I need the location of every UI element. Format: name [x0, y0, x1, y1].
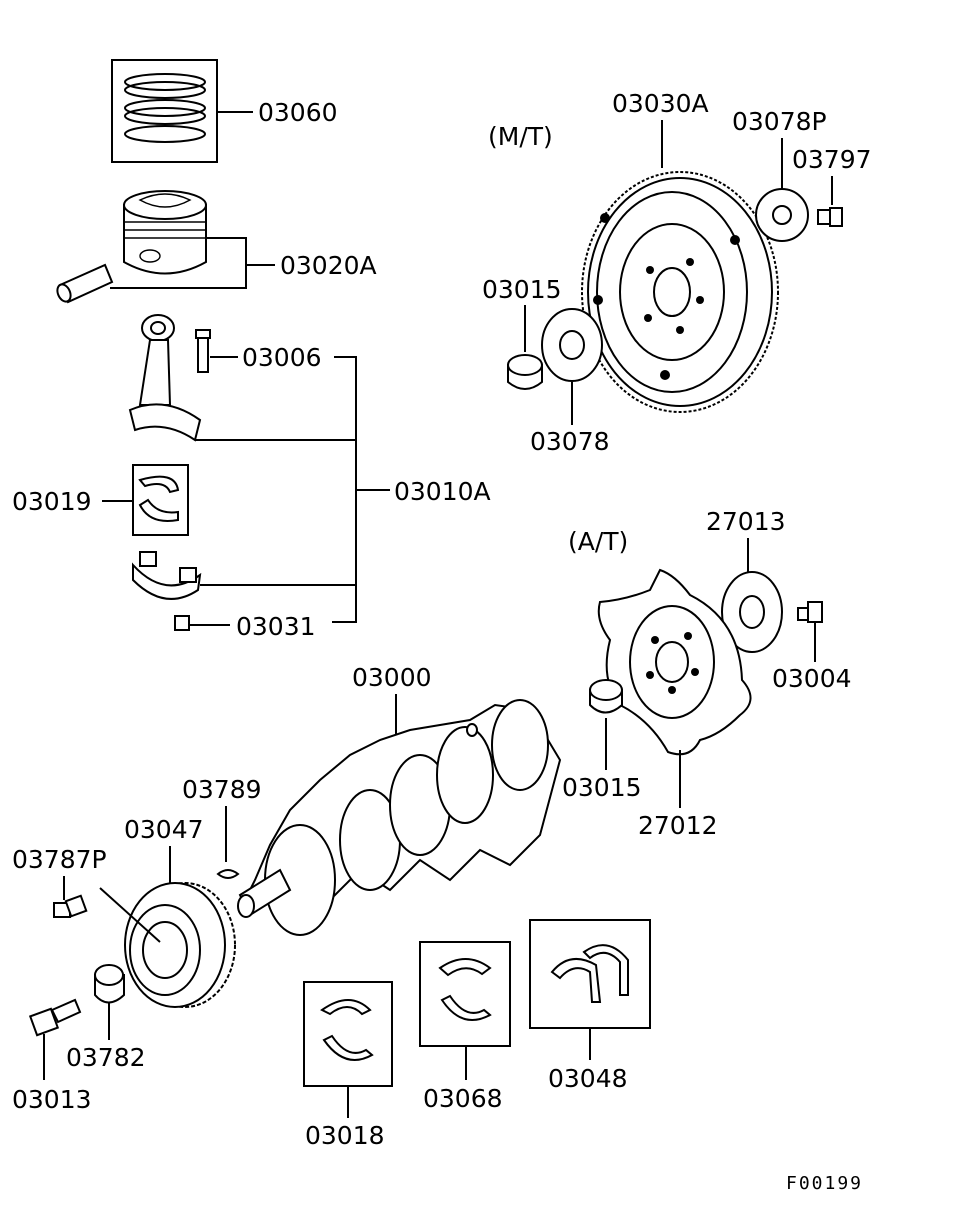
- label-03782: 03782: [66, 1043, 146, 1072]
- bushing-icon: [507, 354, 543, 390]
- plate-icon: [755, 188, 809, 242]
- thrust-bearing-icon: [529, 919, 651, 1029]
- label-03030A: 03030A: [612, 89, 709, 118]
- bolt-icon-3: [53, 894, 88, 918]
- key-icon: [216, 869, 240, 879]
- label-03013: 03013: [12, 1085, 92, 1114]
- label-03078P: 03078P: [732, 107, 827, 136]
- bearing-icon-03018: [303, 981, 393, 1087]
- label-03031: 03031: [236, 612, 316, 641]
- bushing-icon-2: [589, 679, 623, 714]
- crankshaft-icon: [237, 699, 562, 936]
- bolt-icon-2: [797, 601, 823, 623]
- leader-03787P-b: [99, 887, 161, 943]
- nut-icon: [174, 615, 190, 631]
- piston-rings-icon: [111, 59, 218, 163]
- piston-pin-icon: [56, 263, 114, 304]
- bearing-icon: [132, 464, 189, 536]
- spacer-plate-icon: [541, 308, 603, 382]
- label-03068: 03068: [423, 1084, 503, 1113]
- crank-bolt-icon: [28, 998, 82, 1037]
- label-03019: 03019: [12, 487, 92, 516]
- label-03789: 03789: [182, 775, 262, 804]
- label-27013: 27013: [706, 507, 786, 536]
- flywheel-icon: [581, 171, 779, 413]
- label-03010A: 03010A: [394, 477, 491, 506]
- pulley-icon: [124, 882, 236, 1008]
- label-03048: 03048: [548, 1064, 628, 1093]
- label-03018: 03018: [305, 1121, 385, 1150]
- washer-icon: [94, 964, 125, 1004]
- piston-icon: [123, 190, 207, 275]
- label-03060: 03060: [258, 98, 338, 127]
- label-27012: 27012: [638, 811, 718, 840]
- figure-code: F00199: [786, 1173, 863, 1194]
- rod-cap-icon: [132, 551, 202, 600]
- bolt-icon: [817, 207, 843, 227]
- label-03047: 03047: [124, 815, 204, 844]
- label-03797: 03797: [792, 145, 872, 174]
- adapter-plate-icon: [721, 571, 783, 653]
- leader-03020A: [110, 237, 247, 289]
- leader-bracket-03010A: [332, 356, 357, 623]
- label-03000: 03000: [352, 663, 432, 692]
- label-03006: 03006: [242, 343, 322, 372]
- bearing-icon-03068: [419, 941, 511, 1047]
- label-03015-bot: 03015: [562, 773, 642, 802]
- connecting-rod-icon: [128, 314, 211, 442]
- label-at: (A/T): [568, 527, 628, 556]
- label-03078: 03078: [530, 427, 610, 456]
- label-mt: (M/T): [488, 122, 553, 151]
- drive-plate-icon: [597, 568, 752, 756]
- label-03004: 03004: [772, 664, 852, 693]
- label-03020A: 03020A: [280, 251, 377, 280]
- label-03787P: 03787P: [12, 845, 107, 874]
- label-03015-top: 03015: [482, 275, 562, 304]
